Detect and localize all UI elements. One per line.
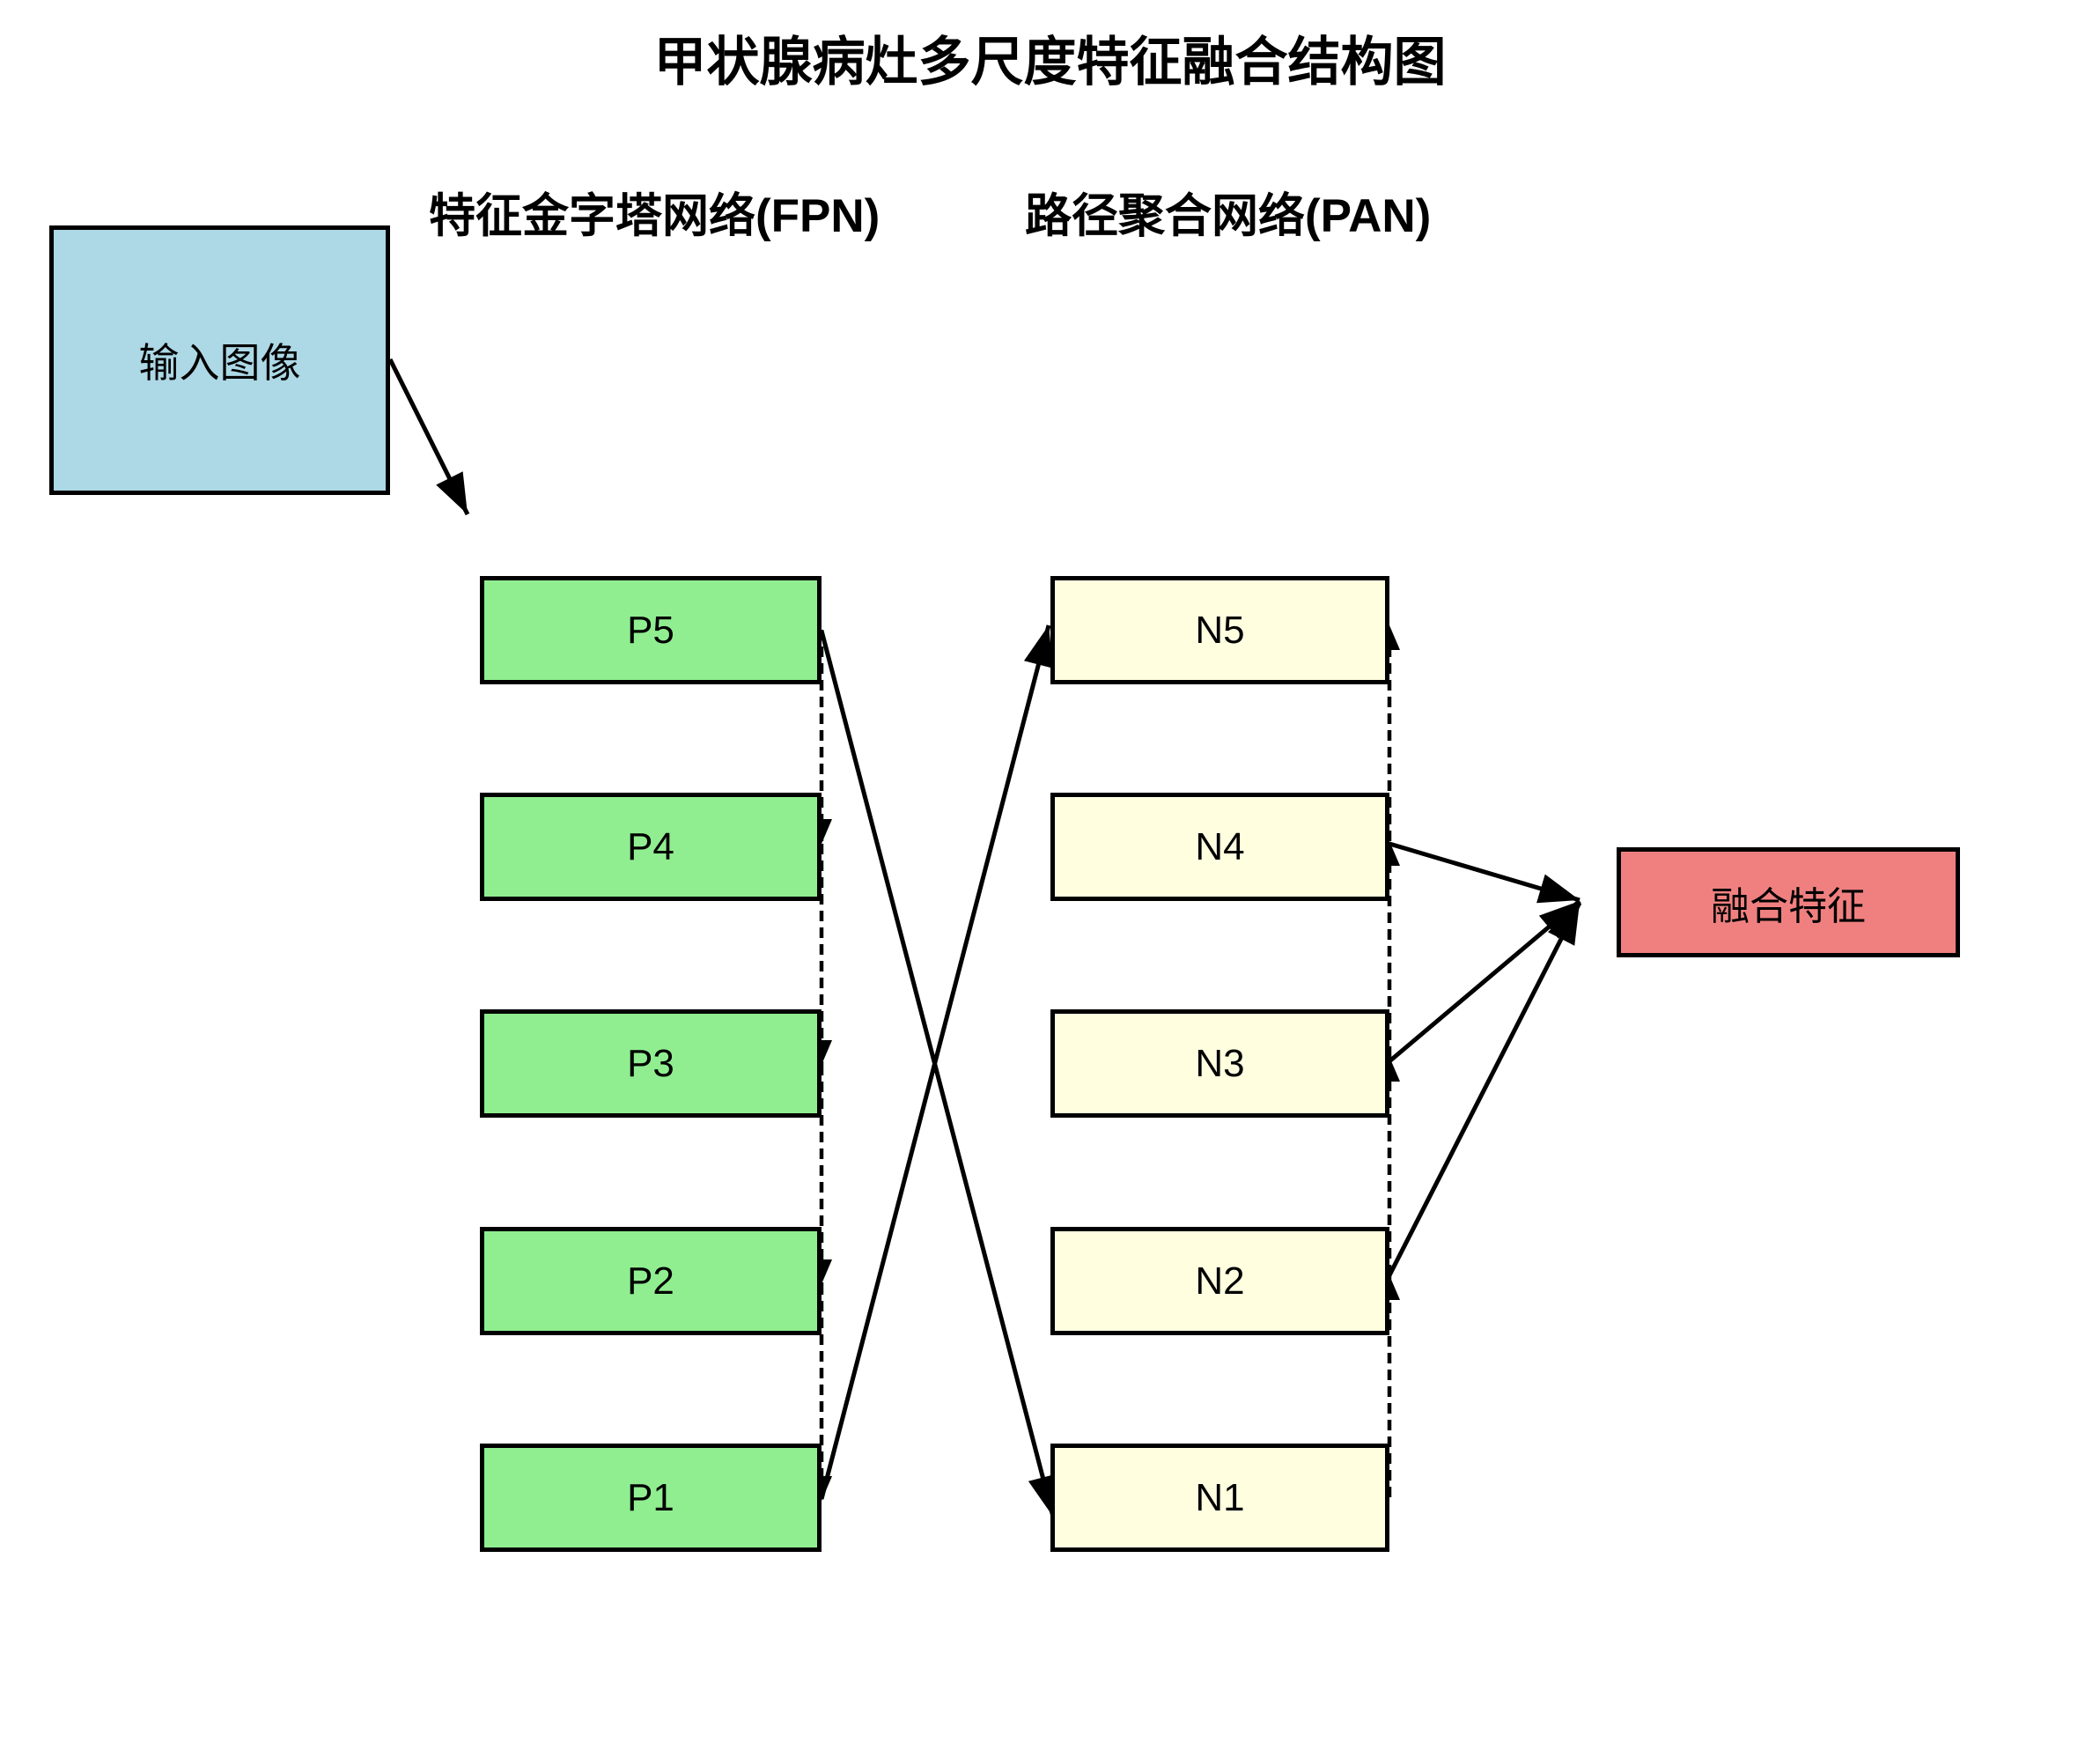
node-p4: P4 bbox=[480, 793, 822, 901]
fused-feature-box: 融合特征 bbox=[1617, 847, 1960, 957]
arrow-input-to-p5 bbox=[387, 358, 470, 516]
node-p5-label: P5 bbox=[627, 608, 674, 652]
node-p3: P3 bbox=[480, 1009, 822, 1118]
node-n4-label: N4 bbox=[1195, 824, 1245, 868]
arrow-n2-to-fused bbox=[1387, 901, 1582, 1277]
node-n1-label: N1 bbox=[1195, 1475, 1245, 1519]
node-n5: N5 bbox=[1050, 576, 1389, 684]
node-n2: N2 bbox=[1050, 1227, 1389, 1335]
node-n2-label: N2 bbox=[1195, 1259, 1245, 1303]
fused-feature-label: 融合特征 bbox=[1711, 884, 1866, 928]
node-p2-label: P2 bbox=[627, 1259, 674, 1303]
node-n3-label: N3 bbox=[1195, 1041, 1245, 1085]
node-n1: N1 bbox=[1050, 1444, 1389, 1552]
node-p4-label: P4 bbox=[627, 824, 674, 868]
node-p3-label: P3 bbox=[627, 1041, 674, 1085]
input-image-label: 输入图像 bbox=[138, 340, 301, 386]
fpn-column-header: 特征金字塔网络(FPN) bbox=[429, 190, 881, 242]
input-image-box: 输入图像 bbox=[49, 225, 390, 495]
arrow-n4-to-fused bbox=[1389, 841, 1581, 904]
arrow-n3-to-fused bbox=[1388, 899, 1581, 1063]
node-p5: P5 bbox=[480, 576, 822, 684]
arrow-p5-to-n1 bbox=[819, 630, 1057, 1518]
node-n3: N3 bbox=[1050, 1009, 1389, 1118]
node-p1-label: P1 bbox=[627, 1475, 674, 1519]
node-p2: P2 bbox=[480, 1227, 822, 1335]
node-p1: P1 bbox=[480, 1444, 822, 1552]
diagram-title: 甲状腺病灶多尺度特征融合结构图 bbox=[653, 33, 1447, 92]
pan-column-header: 路径聚合网络(PAN) bbox=[1025, 190, 1432, 242]
node-n5-label: N5 bbox=[1195, 608, 1245, 652]
node-n4: N4 bbox=[1050, 793, 1389, 901]
arrow-p1-to-n5 bbox=[819, 624, 1053, 1500]
